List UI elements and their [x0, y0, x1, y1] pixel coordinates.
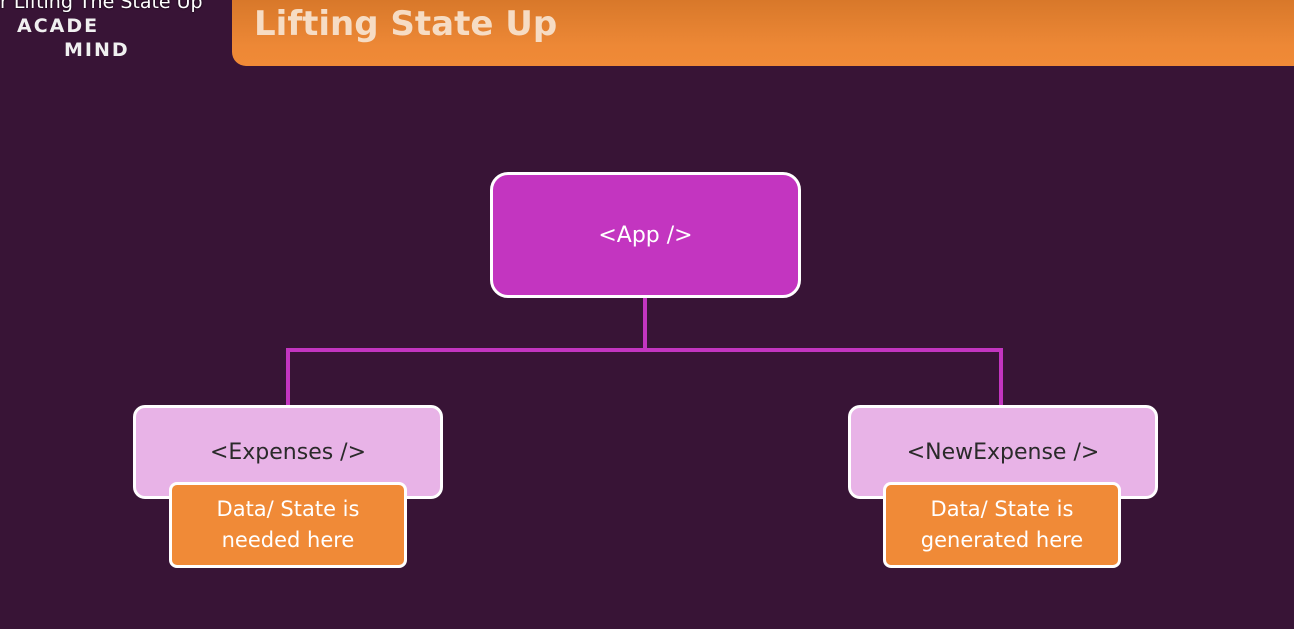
app-node: <App />: [490, 172, 801, 298]
academind-logo: ACADE MIND: [17, 16, 157, 64]
title-bar: Lifting State Up: [232, 0, 1294, 66]
expenses-node-label: <Expenses />: [209, 440, 367, 465]
new-expense-node-label: <NewExpense />: [906, 440, 1100, 465]
logo-line1: ACADE: [17, 15, 100, 37]
new-expense-note-line1: Data/ State is: [930, 497, 1074, 521]
slide-title: Lifting State Up: [254, 4, 558, 44]
video-caption: r Lifting The State Up: [0, 0, 203, 13]
new-expense-note-line2: generated here: [920, 528, 1084, 552]
expenses-note: Data/ State is needed here: [169, 482, 407, 568]
new-expense-note: Data/ State is generated here: [883, 482, 1121, 568]
expenses-note-line1: Data/ State is: [216, 497, 360, 521]
expenses-note-line2: needed here: [221, 528, 355, 552]
logo-line2: MIND: [64, 39, 130, 61]
app-node-label: <App />: [598, 222, 693, 248]
